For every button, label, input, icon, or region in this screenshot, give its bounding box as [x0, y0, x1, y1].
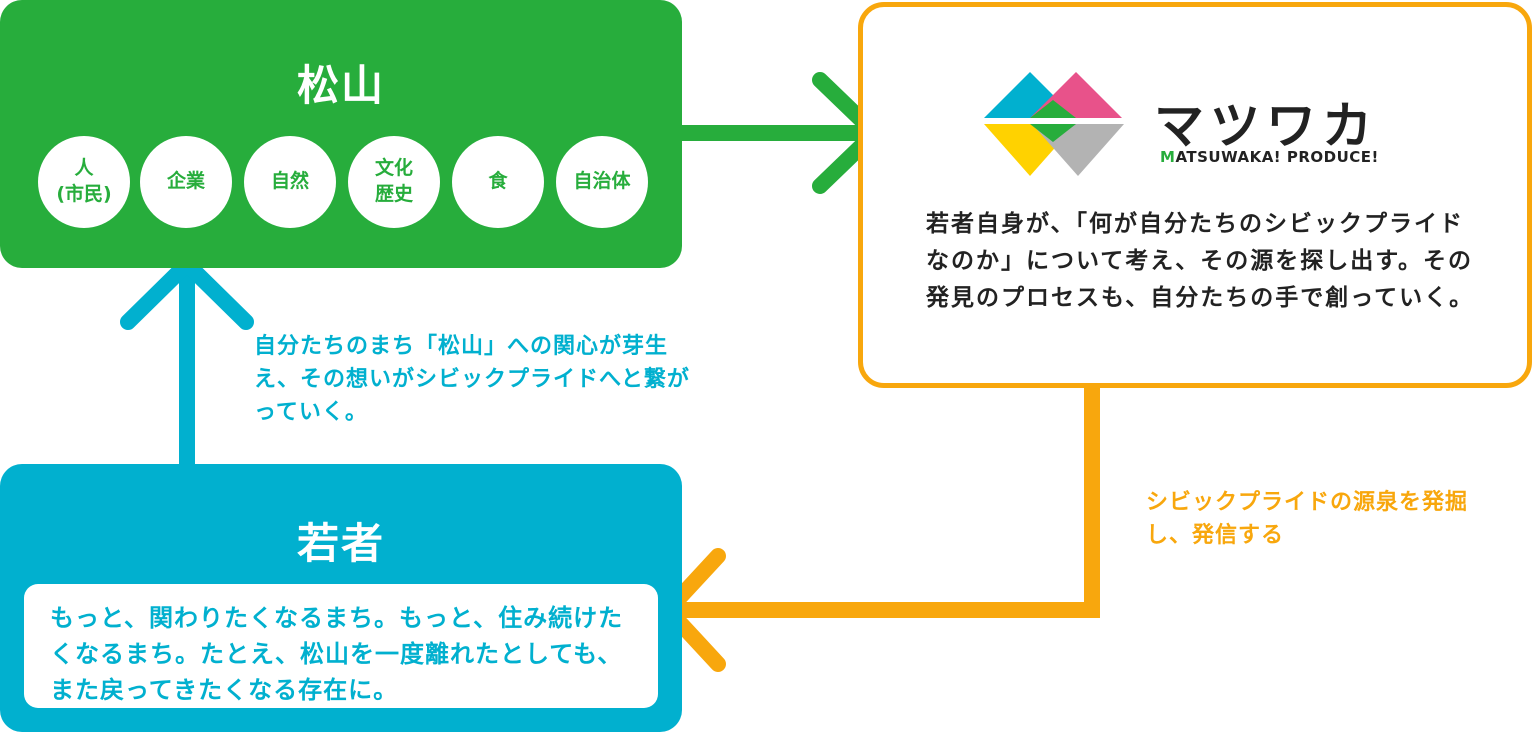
circle-food: 食	[452, 136, 544, 228]
matsuwaka-logo-text: マツワカ	[1154, 97, 1378, 155]
matsuwaka-box	[858, 2, 1532, 388]
circle-citizens: 人 (市民)	[38, 136, 130, 228]
matsuyama-title: 松山	[296, 61, 385, 110]
wakamono-text-panel	[24, 584, 658, 708]
caption-interest: 自分たちのまち「松山」への関心が芽生え、その想いがシビックプライドへと繋がってい…	[254, 334, 690, 425]
circle-municipality: 自治体	[556, 136, 648, 228]
blue-arrow	[120, 256, 254, 464]
logo-subtitle-initial: M	[1160, 148, 1176, 166]
green-arrow	[674, 72, 883, 194]
circle-nature: 自然	[244, 136, 336, 228]
matsuwaka-description: 若者自身が、「何が自分たちのシビックプライドなのか」について考え、その源を探し出…	[926, 211, 1475, 311]
orange-arrow	[660, 388, 1100, 672]
matsuwaka-logo-icon	[984, 72, 1126, 176]
circle-culture-history: 文化 歴史	[348, 136, 440, 228]
logo-subtitle-rest: ATSUWAKA! PRODUCE!	[1175, 148, 1379, 166]
wakamono-title: 若者	[296, 519, 385, 568]
matsuyama-box	[0, 0, 682, 268]
wakamono-text: もっと、関わりたくなるまち。もっと、住み続けたくなるまち。たとえ、松山を一度離れ…	[50, 604, 624, 704]
circle-companies: 企業	[140, 136, 232, 228]
matsuwaka-logo-subtitle: MATSUWAKA! PRODUCE!	[1160, 148, 1379, 166]
caption-discover: シビックプライドの源泉を発掘し、発信する	[1146, 490, 1469, 548]
